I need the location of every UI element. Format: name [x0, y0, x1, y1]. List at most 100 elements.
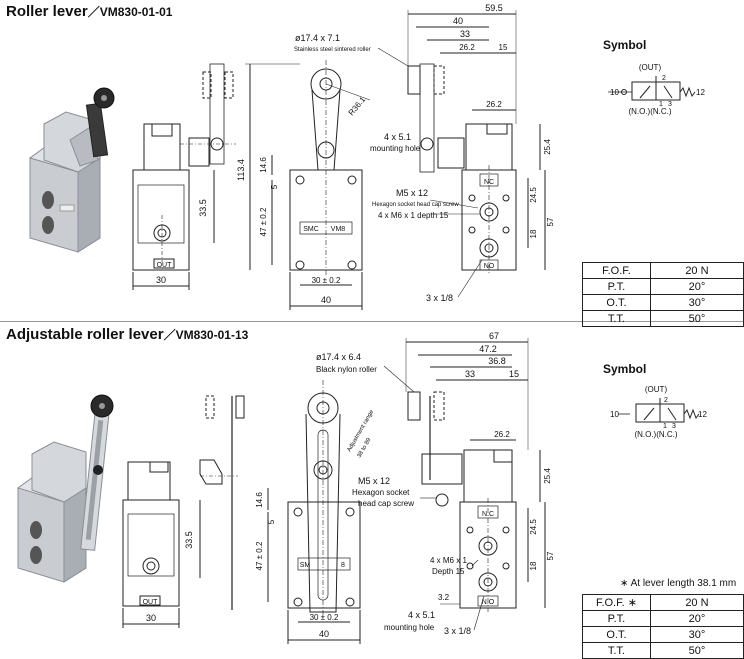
spec-row: O.T.30°: [582, 294, 744, 311]
product-photo-adjustable-lever: [16, 394, 114, 583]
mount-hole-label: mounting hole: [370, 144, 421, 153]
out-port-label: OUT: [157, 262, 173, 269]
symbol-out: (OUT): [639, 63, 662, 72]
title-separator: ／: [163, 328, 176, 342]
dim-15-2: 15: [509, 369, 519, 379]
nc-port-label-2: N.C: [482, 511, 494, 518]
dim-24-5: 24.5: [529, 187, 538, 203]
body-model-2: 8: [341, 562, 345, 569]
symbol-port-3: 3: [668, 101, 672, 108]
dim-40-2: 40: [319, 629, 329, 639]
spec-table-2: F.O.F. ∗20 N P.T.20° O.T.30° T.T.50°: [582, 594, 744, 659]
body-model: VM8: [331, 226, 346, 233]
ports-label-2: 3 x 1/8: [444, 626, 471, 636]
spec-value: 20°: [649, 278, 744, 295]
spec-value: 20 N: [649, 262, 744, 279]
tap-label-2a: 4 x M6 x 1: [430, 556, 467, 565]
dim-33: 33: [460, 29, 470, 39]
spec-label: F.O.F.: [582, 262, 651, 279]
symbol-port-1: 1: [659, 101, 663, 108]
dim-18: 18: [529, 229, 538, 238]
roller-material-label-2: Black nylon roller: [316, 365, 377, 374]
roller-material-label: Stainless steel sintered roller: [294, 47, 371, 53]
spec-label: F.O.F. ∗: [582, 594, 651, 611]
mount-hole-label-2: mounting hole: [384, 623, 435, 632]
dim-33-5: 33.5: [198, 199, 208, 217]
mount-hole-size: 4 x 5.1: [384, 132, 411, 142]
symbol-port-1-2: 1: [663, 423, 667, 430]
valve-symbol-1: (OUT) 2 10 12 1 3 (N.O.)(N.C.): [608, 63, 705, 116]
roller-size-label: ø17.4 x 7.1: [295, 33, 340, 43]
roller-size-label-2: ø17.4 x 6.4: [316, 352, 361, 362]
dim-3-2: 3.2: [438, 593, 450, 602]
dim-33-2: 33: [465, 369, 475, 379]
dim-26-2-top: 26.2: [459, 43, 475, 52]
dim-59-5: 59.5: [485, 3, 503, 13]
symbol-port-2-2: 2: [664, 397, 668, 404]
side-view-1: OUT 30 33.5: [132, 63, 236, 290]
dim-26-2-side: 26.2: [486, 100, 502, 109]
front-view-2: SM 8 Adjustment range 38 to 89 14.6 5 47…: [255, 352, 415, 644]
title-text: Adjustable roller lever: [6, 326, 164, 343]
mount-hole-size-2: 4 x 5.1: [408, 610, 435, 620]
spec-row: F.O.F. ∗20 N: [582, 594, 744, 611]
dim-57-2: 57: [546, 551, 555, 560]
screw-size-2: M5 x 12: [358, 476, 390, 486]
dim-25-4-2: 25.4: [543, 468, 552, 484]
model-number: VM830-01-13: [175, 328, 249, 342]
valve-symbol-2: (OUT) 2 10 12 1 3 (N.O.)(N.C.): [610, 385, 707, 439]
right-view-2: N.C N.O 67 47.2 36.8 33 15 26.2 25.4 24.…: [352, 331, 555, 636]
spec-row: P.T.20°: [582, 278, 744, 295]
spec-row: T.T.50°: [582, 310, 744, 327]
dim-30-2: 30: [146, 613, 156, 623]
spec-value: 50°: [649, 642, 744, 659]
dim-40: 40: [321, 295, 331, 305]
ports-label: 3 x 1/8: [426, 293, 453, 303]
dim-47: 47 ± 0.2: [259, 207, 268, 236]
spec-value: 50°: [649, 310, 744, 327]
spec-value: 30°: [649, 626, 744, 643]
right-view-1: NC NO 59.5 40 33 26.2 15 26.2 25.4 24.5 …: [370, 3, 555, 303]
symbol-no-nc: (N.O.)(N.C.): [628, 107, 671, 116]
spec-value: 20 N: [649, 594, 744, 611]
model-number: VM830-01-01: [99, 5, 173, 19]
product-photo-roller-lever: [28, 87, 115, 253]
dim-15: 15: [499, 43, 508, 52]
symbol-port-3-2: 3: [672, 423, 676, 430]
spec-row: T.T.50°: [582, 642, 744, 659]
symbol-title-2: Symbol: [603, 362, 647, 376]
dim-14-6-2: 14.6: [255, 492, 264, 508]
dim-113-4: 113.4: [236, 159, 246, 181]
spec-label: T.T.: [582, 310, 651, 327]
dim-26-2-2: 26.2: [494, 430, 510, 439]
dim-5: 5: [270, 184, 279, 189]
symbol-port-12-2: 12: [698, 410, 707, 419]
dim-24-5-2: 24.5: [529, 519, 538, 535]
side-view-2: OUT 30 33.5: [122, 395, 245, 628]
dim-47-2-top: 47.2: [479, 344, 497, 354]
dim-5-2: 5: [267, 519, 276, 524]
tap-label-2b: Depth 15: [432, 567, 465, 576]
section-divider: [0, 321, 744, 322]
section-title-adjustable-roller-lever: Adjustable roller lever／VM830-01-13: [6, 326, 248, 343]
dim-40-top: 40: [453, 16, 463, 26]
title-text: Roller lever: [6, 3, 88, 20]
lever-length-note: ∗ At lever length 38.1 mm: [620, 578, 737, 589]
symbol-title-1: Symbol: [603, 38, 647, 52]
spec-row: O.T.30°: [582, 626, 744, 643]
dim-25-4: 25.4: [543, 139, 552, 155]
dim-47-2: 47 ± 0.2: [255, 541, 264, 570]
dim-30-02-2: 30 ± 0.2: [310, 613, 339, 622]
symbol-no-nc-2: (N.O.)(N.C.): [634, 430, 677, 439]
screw-label-2a: Hexagon socket: [352, 488, 410, 497]
dim-57: 57: [546, 217, 555, 226]
dim-33-5-2: 33.5: [184, 531, 194, 549]
spec-value: 30°: [649, 294, 744, 311]
dim-36-8: 36.8: [488, 356, 506, 366]
spec-value: 20°: [649, 610, 744, 627]
symbol-port-10: 10: [610, 88, 619, 97]
title-separator: ／: [87, 5, 100, 19]
spec-label: T.T.: [582, 642, 651, 659]
screw-label-2b: head cap screw: [358, 499, 414, 508]
